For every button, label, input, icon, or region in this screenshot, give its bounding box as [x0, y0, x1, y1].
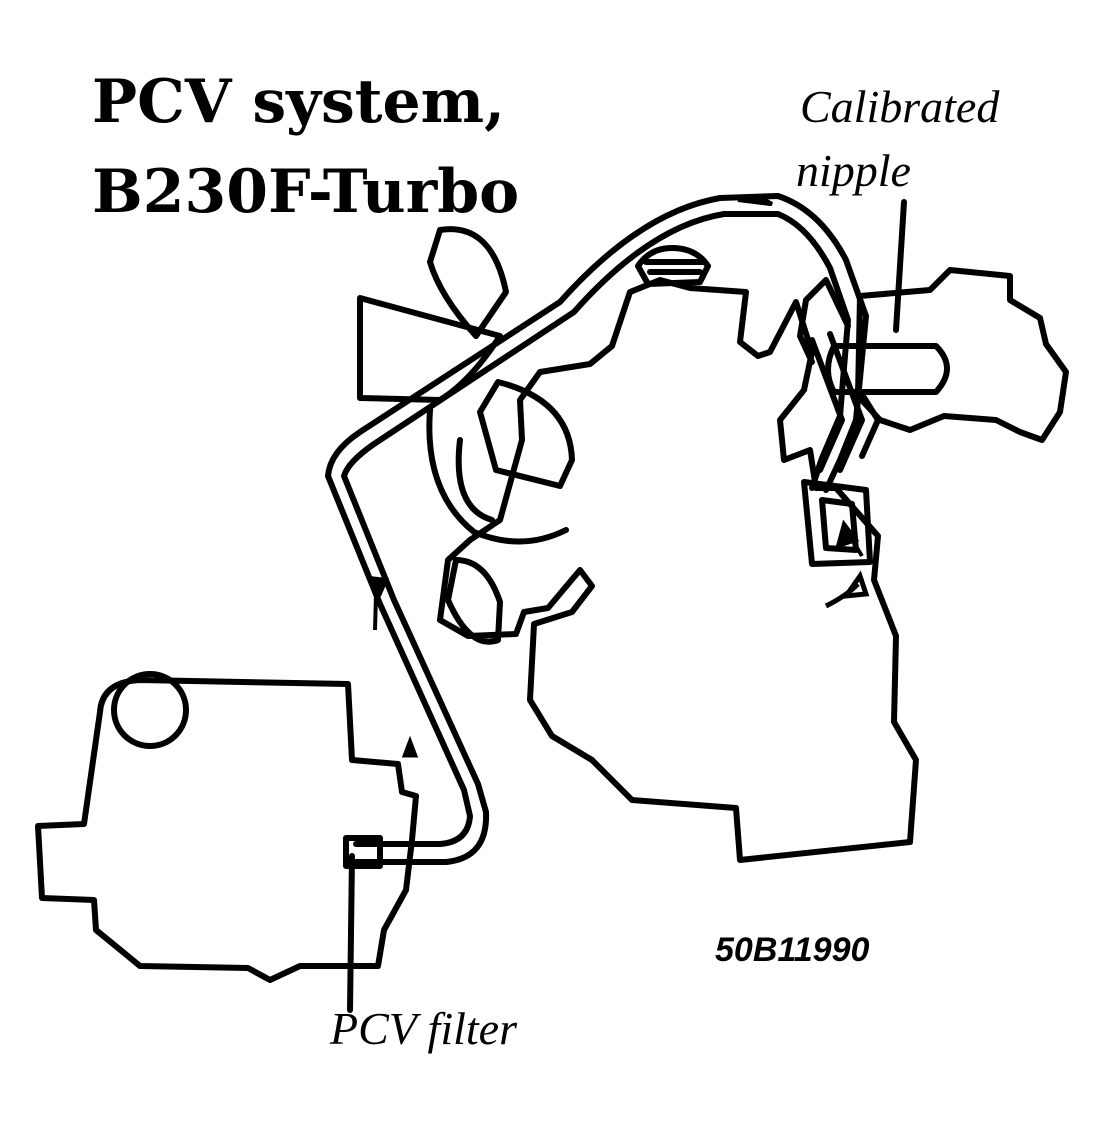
pcv-hose-outer: [325, 193, 869, 847]
calibrated-nipple-leader: [893, 199, 907, 333]
pcv-filter-leader: [347, 853, 355, 1013]
diagram-title-line2: B230F-Turbo: [92, 157, 520, 227]
flow-arrow-left: [366, 575, 389, 631]
figure-code: 50B11990: [715, 931, 870, 969]
engine-block: [437, 277, 919, 863]
air-cleaner-inlet: [111, 671, 189, 749]
diagram-title-line1: PCV system,: [92, 67, 505, 137]
flow-arrow-separator: [835, 519, 864, 558]
separator-hose: [809, 331, 865, 473]
flow-arrow-down: [401, 735, 419, 758]
intake-tube: [825, 343, 950, 395]
pcv-hose-inner: [341, 211, 851, 865]
flow-arrow-bottom: [824, 570, 870, 609]
oil-filler-cap: [635, 245, 711, 287]
calibrated-nipple-label-line2: nipple: [796, 145, 911, 196]
oil-separator: [801, 479, 873, 567]
turbo-intake: [855, 267, 1069, 443]
flow-arrow-top: [737, 193, 773, 206]
pcv-filter-fitting: [343, 835, 383, 869]
calibrated-nipple-label-line1: Calibrated: [800, 81, 1000, 132]
air-cleaner-housing: [35, 677, 419, 983]
pcv-filter-label: PCV filter: [330, 1003, 517, 1054]
